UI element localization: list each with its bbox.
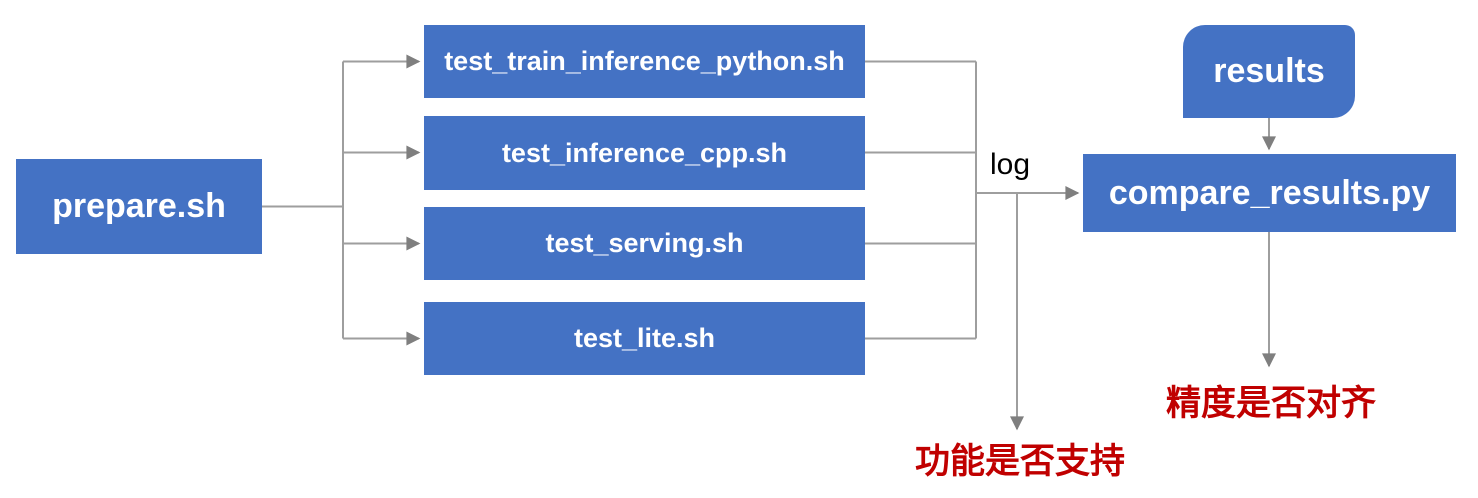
test-inference-cpp-node: test_inference_cpp.sh xyxy=(424,116,865,190)
test-train-inference-python-label: test_train_inference_python.sh xyxy=(444,46,845,76)
prepare-node-label: prepare.sh xyxy=(52,187,226,225)
results-node-label: results xyxy=(1213,52,1325,90)
outcome-precision-align-label: 精度是否对齐 xyxy=(1166,384,1377,423)
test-lite-node: test_lite.sh xyxy=(424,302,865,375)
prepare-node: prepare.sh xyxy=(16,159,262,254)
test-inference-cpp-label: test_inference_cpp.sh xyxy=(501,137,788,168)
test-serving-node: test_serving.sh xyxy=(424,207,865,280)
test-train-inference-python-node: test_train_inference_python.sh xyxy=(424,25,865,98)
compare-results-node: compare_results.py xyxy=(1083,154,1456,232)
log-edge-label: log xyxy=(990,148,1031,181)
outcome-function-support-label: 功能是否支持 xyxy=(915,442,1126,481)
compare-results-label: compare_results.py xyxy=(1108,173,1431,212)
test-lite-label: test_lite.sh xyxy=(573,323,716,353)
test-serving-label: test_serving.sh xyxy=(545,228,744,258)
results-node: results xyxy=(1183,25,1355,118)
